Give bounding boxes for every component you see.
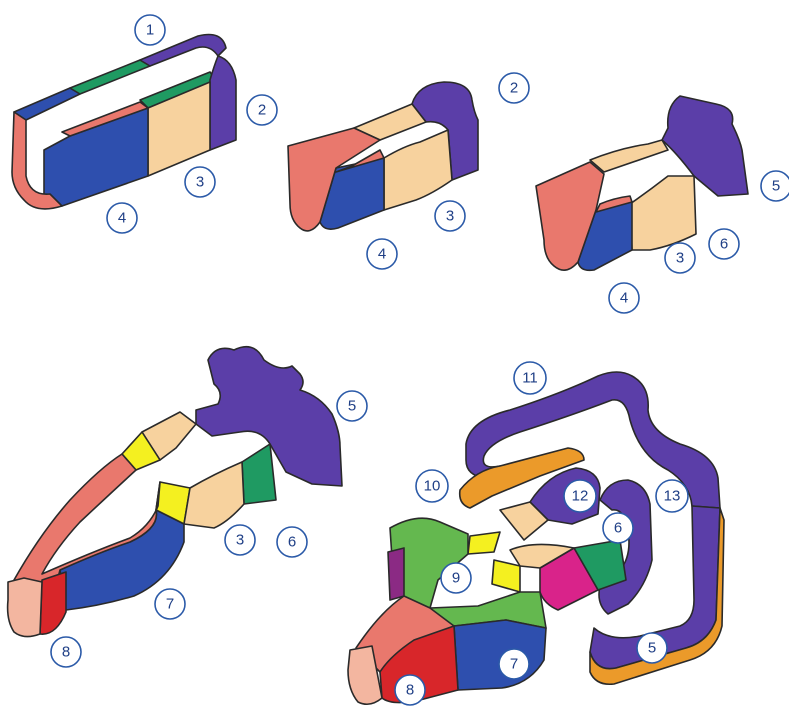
callout-s1-1: 1 [135,15,165,45]
stage5-blue [454,620,546,690]
svg-text:6: 6 [720,236,728,253]
svg-text:5: 5 [648,640,656,657]
svg-text:4: 4 [378,246,386,263]
svg-text:3: 3 [676,250,684,267]
callout-s2-4: 4 [367,239,397,269]
svg-text:3: 3 [236,532,244,549]
stage4-red [40,572,66,634]
stage5-darkmagenta [388,548,404,600]
callout-s3-5: 5 [761,171,789,201]
svg-text:11: 11 [522,370,538,387]
svg-text:7: 7 [166,596,174,613]
svg-text:4: 4 [118,210,126,227]
stage4-tan-lower [184,462,244,528]
stage3-tan [630,176,696,250]
callout-s5-6: 6 [603,513,633,543]
svg-text:9: 9 [452,570,460,587]
callout-s1-2: 2 [247,95,277,125]
stage1-top-green [70,60,150,94]
callout-s2-2: 2 [499,73,529,103]
callout-s5-8: 8 [395,675,425,705]
svg-text:5: 5 [772,178,780,195]
callout-s2-3: 3 [435,201,465,231]
svg-text:8: 8 [62,644,70,661]
svg-text:7: 7 [510,656,518,673]
svg-text:1: 1 [146,22,154,39]
stage5-yellow-upper [468,532,500,554]
callout-s4-7: 7 [155,589,185,619]
svg-text:2: 2 [258,102,266,119]
svg-text:10: 10 [424,478,441,495]
stage1-top-blue [14,88,80,120]
svg-text:12: 12 [572,488,589,505]
callout-s5-12: 12 [564,480,596,512]
callout-s5-13: 13 [656,480,688,512]
stage2-tan [384,130,452,210]
stage-5-tube [348,372,724,704]
callout-s4-5: 5 [337,391,367,421]
callout-s4-8: 8 [51,637,81,667]
stage5-yellow-lower [492,560,520,592]
svg-text:6: 6 [288,534,296,551]
stage4-green [242,444,276,504]
svg-text:2: 2 [510,80,518,97]
callout-s5-5: 5 [637,633,667,663]
callout-s4-6: 6 [277,527,307,557]
callout-s4-3: 3 [225,525,255,555]
svg-text:8: 8 [406,682,414,699]
callout-s5-9: 9 [441,563,471,593]
callout-s1-4: 4 [107,203,137,233]
stage4-pink [8,578,42,637]
callout-s1-3: 3 [185,167,215,197]
svg-text:5: 5 [348,398,356,415]
callout-s5-7: 7 [499,649,529,679]
callout-s3-6: 6 [709,229,739,259]
callout-s5-10: 10 [416,470,448,502]
stage1-right-purple [210,56,236,150]
svg-text:6: 6 [614,520,622,537]
stage3-tan-top [590,140,668,172]
callout-s3-3: 3 [665,243,695,273]
svg-text:4: 4 [620,290,628,307]
svg-text:3: 3 [196,174,204,191]
callout-s5-11: 11 [514,362,546,394]
svg-text:13: 13 [664,488,681,505]
svg-text:3: 3 [446,208,454,225]
callout-s3-4: 4 [609,283,639,313]
